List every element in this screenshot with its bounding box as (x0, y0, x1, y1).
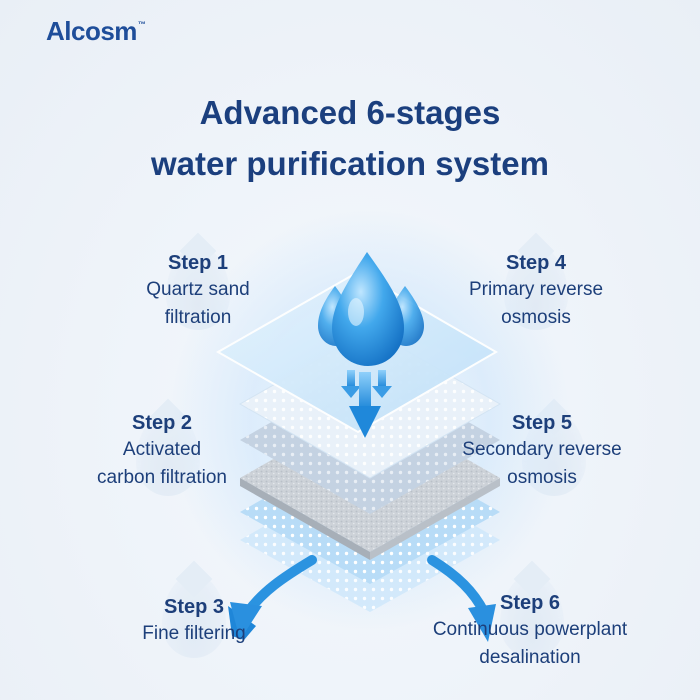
step-3-desc-line-1: Fine filtering (142, 623, 246, 644)
step-6-desc-line-1: Continuous powerplant (432, 619, 628, 640)
step-3-label: Step 3 (163, 596, 225, 618)
step-5-label: Step 5 (511, 412, 573, 434)
step-1-desc-line-2: filtration (164, 307, 232, 328)
step-1: Step 1 Quartz sand filtration (100, 250, 296, 332)
step-2-desc-line-2: carbon filtration (97, 467, 227, 488)
step-5-desc-line-2: osmosis (507, 467, 577, 488)
page-title-line-2: water purification system (151, 145, 549, 182)
step-4-desc-line-1: Primary reverse (468, 279, 604, 300)
step-6-label: Step 6 (499, 592, 561, 614)
filter-layer-4-edge-right (370, 478, 500, 560)
brand-name: Alcosm (46, 16, 137, 46)
page-title-line-1: Advanced 6-stages (199, 94, 501, 131)
step-4: Step 4 Primary reverse osmosis (438, 250, 634, 332)
brand-logo: Alcosm™ (46, 16, 146, 47)
step-1-desc-line-1: Quartz sand (146, 279, 250, 300)
trademark-symbol: ™ (137, 20, 146, 29)
curved-arrow-right-icon (427, 555, 496, 642)
curved-arrow-left-icon (228, 555, 317, 640)
step-2-desc-line-1: Activated (122, 439, 202, 460)
step-2: Step 2 Activated carbon filtration (64, 410, 260, 492)
step-4-desc-line-2: osmosis (501, 307, 571, 328)
step-2-label: Step 2 (131, 412, 193, 434)
step-6: Step 6 Continuous powerplant desalinatio… (432, 590, 628, 672)
background-drop-icon (162, 574, 226, 658)
step-5: Step 5 Secondary reverse osmosis (444, 410, 640, 492)
step-4-label: Step 4 (505, 252, 567, 274)
step-6-desc-line-2: desalination (479, 647, 581, 668)
down-arrow-icon (341, 370, 392, 438)
water-drop-icon (318, 252, 424, 366)
step-5-desc-line-1: Secondary reverse (462, 439, 622, 460)
step-3: Step 3 Fine filtering (96, 594, 292, 648)
step-1-label: Step 1 (167, 252, 229, 274)
filter-layer-4-edge (240, 478, 370, 560)
background-drop-icon (500, 574, 564, 658)
